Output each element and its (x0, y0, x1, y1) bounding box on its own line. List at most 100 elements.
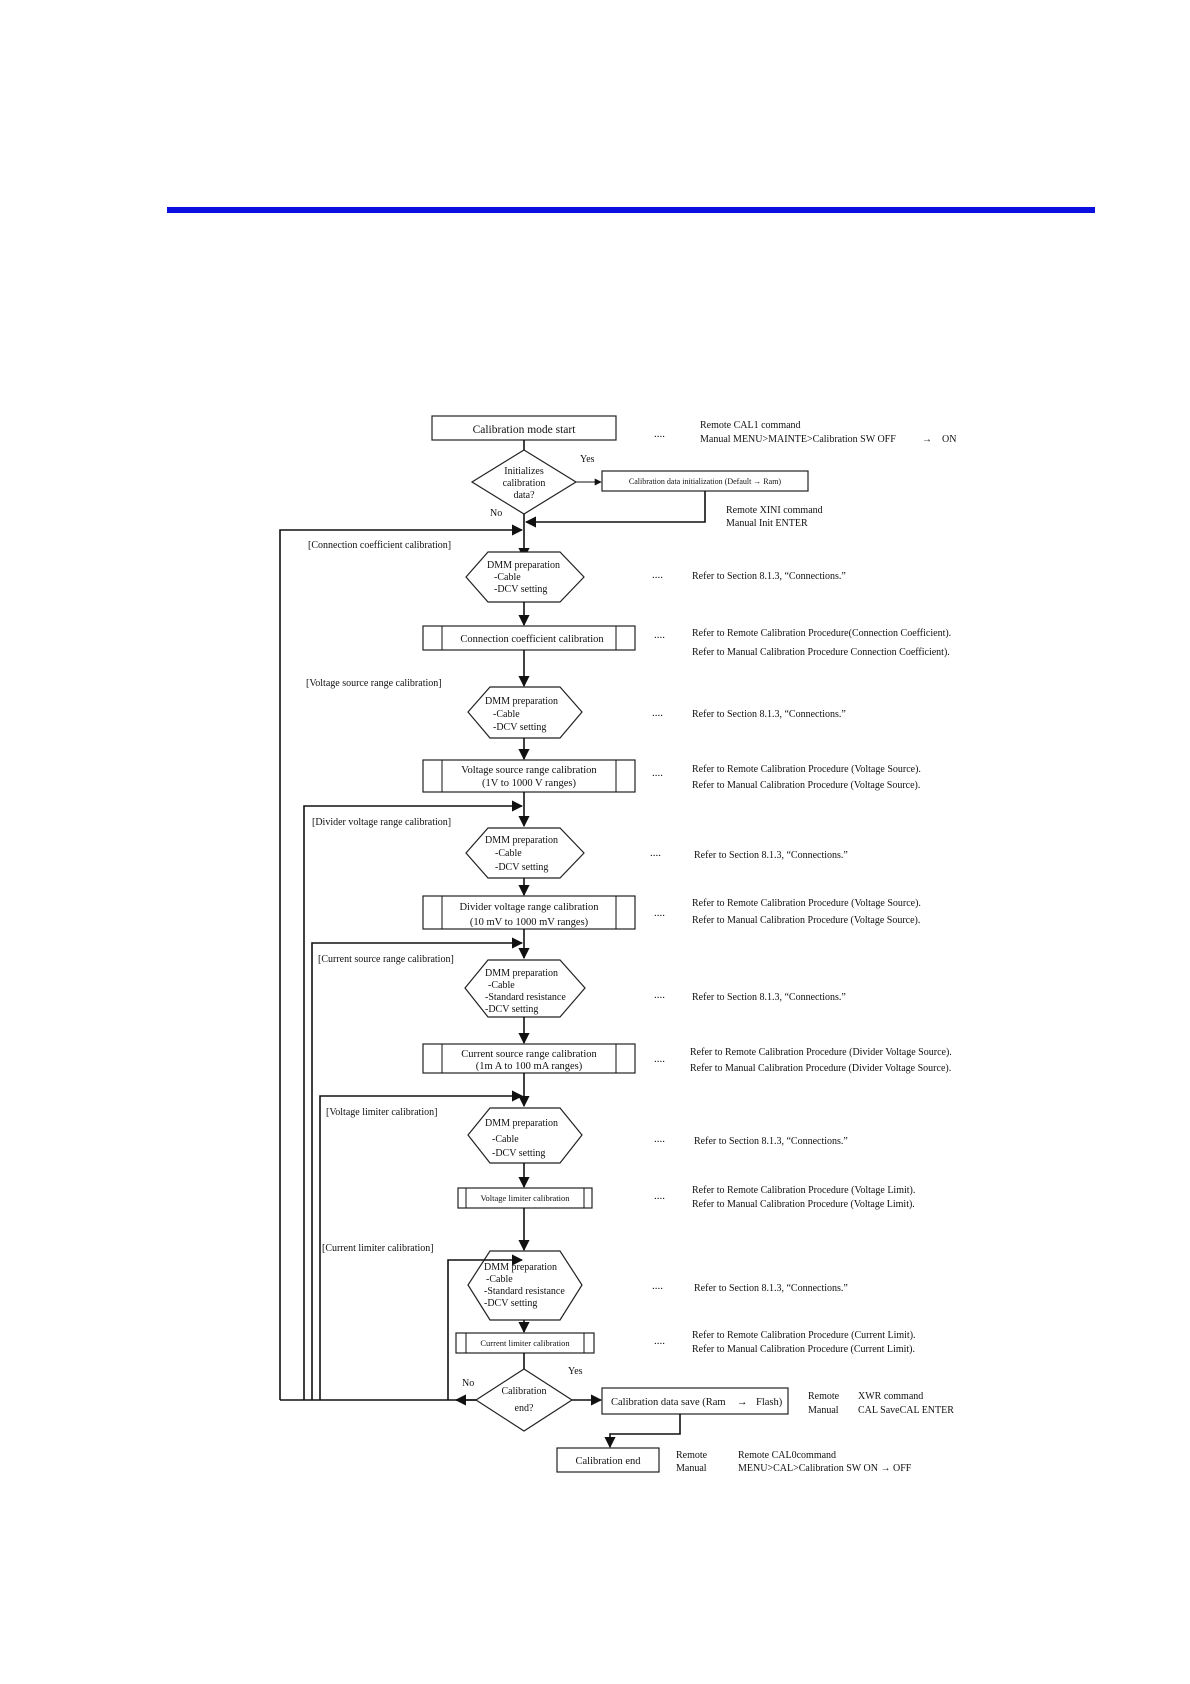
dmm-prep-4 (464, 959, 586, 1018)
dmm-prep-5 (467, 1107, 583, 1164)
edge-save-end (604, 1414, 681, 1449)
end-q-2: end? (515, 1403, 534, 1414)
dmm2-cable: -Cable (493, 709, 520, 720)
dmm1-note: Refer to Section 8.1.3, “Connections.” (692, 571, 846, 582)
ref-divider-remote: Refer to Remote Calibration Procedure (V… (692, 898, 921, 909)
proc-conn-coef (422, 625, 636, 651)
save-arrow: → (737, 1397, 748, 1408)
edge-init-merge (524, 491, 706, 528)
loop-divider (303, 800, 524, 1400)
proc5-dots: .... (654, 1190, 665, 1202)
proc-volt-lim (457, 1187, 593, 1209)
end-q-1: Calibration (502, 1386, 547, 1397)
ref-curr-lim-remote: Refer to Remote Calibration Procedure (C… (692, 1330, 916, 1341)
proc-curr-lim-label: Current limiter calibration (480, 1338, 570, 1348)
start-dots: .... (654, 428, 665, 440)
proc4-dots: .... (654, 1053, 665, 1065)
dmm3-dots: .... (650, 847, 661, 859)
ref-curr-src-manual: Refer to Manual Calibration Procedure (D… (690, 1063, 951, 1074)
dmm5-cable: -Cable (492, 1134, 519, 1145)
ref-volt-lim-manual: Refer to Manual Calibration Procedure (V… (692, 1199, 915, 1210)
dmm5-note: Refer to Section 8.1.3, “Connections.” (694, 1136, 848, 1147)
ref-volt-src-manual: Refer to Manual Calibration Procedure (V… (692, 780, 920, 791)
dmm6-cable: -Cable (486, 1274, 513, 1285)
dmm2-dots: .... (652, 707, 663, 719)
loop-curr-lim (447, 1254, 524, 1400)
section-conn-coef: [Connection coefficient calibration] (308, 540, 451, 551)
proc-conn-coef-label: Connection coefficient calibration (460, 634, 604, 645)
start-label: Calibration mode start (473, 424, 577, 436)
section-volt-src: [Voltage source range calibration] (306, 678, 442, 689)
proc6-dots: .... (654, 1335, 665, 1347)
end-note-manual-cmd: MENU>CAL>Calibration SW ON → OFF (738, 1463, 912, 1474)
dmm3-title: DMM preparation (485, 835, 558, 846)
loop-conn-coef (279, 524, 524, 1400)
proc-divider-label-1: Divider voltage range calibration (459, 902, 599, 913)
proc-volt-src-label-2: (1V to 1000 V ranges) (482, 778, 576, 789)
proc-volt-src (422, 759, 636, 793)
dmm-prep-3 (465, 827, 585, 879)
end-note-remote: Remote (676, 1450, 708, 1461)
dmm5-dots: .... (654, 1133, 665, 1145)
end-no-label: No (462, 1378, 474, 1389)
dmm2-dcv: -DCV setting (493, 722, 546, 733)
dmm1-dots: .... (652, 569, 663, 581)
dmm-prep-2 (467, 686, 583, 739)
start-note-arrow: → (922, 434, 932, 445)
dmm-prep-1 (465, 551, 585, 603)
proc-curr-lim (455, 1332, 595, 1354)
ref-conn-coef-remote: Refer to Remote Calibration Procedure(Co… (692, 628, 951, 639)
dmm4-note: Refer to Section 8.1.3, “Connections.” (692, 992, 846, 1003)
loop-curr-src (311, 937, 524, 1400)
init-q-2: calibration (503, 478, 546, 489)
end-box (556, 1447, 660, 1473)
init-note-manual: Manual Init ENTER (726, 518, 808, 529)
dmm6-title: DMM preparation (484, 1262, 557, 1273)
start-note-remote: Remote CAL1 command (700, 420, 801, 431)
proc1-dots: .... (654, 629, 665, 641)
proc-volt-src-label-1: Voltage source range calibration (461, 765, 597, 776)
init-q-1: Initializes (504, 466, 544, 477)
ref-divider-manual: Refer to Manual Calibration Procedure (V… (692, 915, 920, 926)
end-label: Calibration end (575, 1456, 641, 1467)
save-box (601, 1387, 789, 1415)
dmm5-title: DMM preparation (485, 1118, 558, 1129)
init-data-label: Calibration data initialization (Default… (629, 477, 782, 486)
proc-curr-src-label-2: (1m A to 100 mA ranges) (476, 1061, 583, 1072)
proc3-dots: .... (654, 907, 665, 919)
section-divider: [Divider voltage range calibration] (312, 817, 451, 828)
save-note-manual-cmd: CAL SaveCAL ENTER (858, 1405, 954, 1416)
init-q-3: data? (513, 490, 535, 501)
dmm-prep-6 (467, 1250, 583, 1321)
save-note-remote: Remote (808, 1391, 840, 1402)
dmm4-title: DMM preparation (485, 968, 558, 979)
proc-curr-src (422, 1043, 636, 1074)
end-note-remote-cmd: Remote CAL0command (738, 1450, 836, 1461)
section-curr-src: [Current source range calibration] (318, 954, 454, 965)
save-label: Calibration data save (Ram (611, 1397, 726, 1408)
section-volt-lim: [Voltage limiter calibration] (326, 1107, 437, 1118)
ref-curr-src-remote: Refer to Remote Calibration Procedure (D… (690, 1047, 952, 1058)
dmm4-cable: -Cable (488, 980, 515, 991)
proc-curr-src-label-1: Current source range calibration (461, 1049, 597, 1060)
dmm6-dcv: -DCV setting (484, 1298, 537, 1309)
proc-divider (422, 895, 636, 930)
init-yes-label: Yes (580, 454, 595, 465)
save-note-remote-cmd: XWR command (858, 1391, 923, 1402)
start-note-manual: Manual MENU>MAINTE>Calibration SW OFF (700, 434, 896, 445)
init-note-remote: Remote XINI command (726, 505, 823, 516)
dmm3-cable: -Cable (495, 848, 522, 859)
save-flash: Flash) (756, 1397, 783, 1408)
dmm4-std-res: -Standard resistance (485, 992, 566, 1003)
proc2-dots: .... (652, 767, 663, 779)
dmm6-std-res: -Standard resistance (484, 1286, 565, 1297)
loop-volt-lim (319, 1090, 524, 1400)
dmm3-dcv: -DCV setting (495, 862, 548, 873)
dmm1-dcv: -DCV setting (494, 584, 547, 595)
header-rule (167, 207, 1095, 213)
end-decision (474, 1368, 574, 1432)
dmm3-note: Refer to Section 8.1.3, “Connections.” (694, 850, 848, 861)
ref-conn-coef-manual: Refer to Manual Calibration Procedure Co… (692, 647, 950, 658)
section-curr-lim: [Current limiter calibration] (322, 1243, 434, 1254)
